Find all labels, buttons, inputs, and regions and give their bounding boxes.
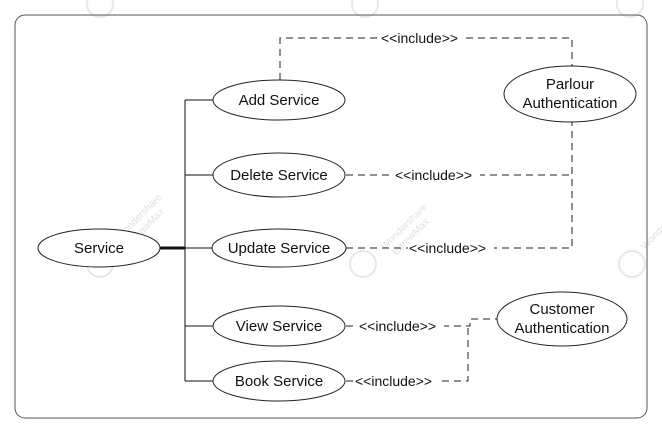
use-case-service[interactable]: Service	[37, 228, 161, 268]
use-case-customer-auth-line1: Customer	[529, 301, 594, 318]
use-case-parlour-auth-line2: Authentication	[522, 95, 617, 112]
use-case-parlour-auth-line1: Parlour	[546, 76, 594, 93]
use-case-parlour-authentication[interactable]: Parlour Authentication	[503, 65, 637, 123]
use-case-view-service[interactable]: View Service	[212, 305, 346, 347]
watermark: Wondershare EdrawMax Wondershare EdrawMa…	[86, 0, 662, 278]
use-case-customer-authentication[interactable]: Customer Authentication	[496, 291, 628, 347]
use-case-service-label: Service	[74, 240, 124, 257]
watermark-logo-icon	[86, 0, 114, 18]
use-case-delete-service-label: Delete Service	[230, 167, 328, 184]
use-case-update-service[interactable]: Update Service	[211, 228, 347, 268]
include-label-delete: <<include>>	[395, 167, 472, 183]
use-case-customer-auth-line2: Authentication	[514, 320, 609, 337]
watermark-logo-icon	[351, 0, 379, 18]
service-connectors	[160, 99, 213, 382]
watermark-text-5: Wondershare	[639, 202, 662, 252]
include-labels: <<include>> <<include>> <<include>> <<in…	[354, 30, 494, 389]
include-label-book: <<include>>	[355, 373, 432, 389]
use-case-view-service-label: View Service	[236, 318, 322, 335]
watermark-logo-icon	[618, 250, 646, 278]
include-label-update: <<include>>	[409, 240, 486, 256]
include-label-view: <<include>>	[359, 318, 436, 334]
watermark-logo-icon	[616, 0, 644, 18]
use-case-add-service[interactable]: Add Service	[212, 79, 346, 121]
include-line-update	[346, 122, 573, 249]
system-boundary	[14, 14, 648, 419]
use-case-add-service-label: Add Service	[239, 92, 320, 109]
include-line-add	[279, 37, 573, 80]
include-label-add: <<include>>	[381, 30, 458, 46]
use-case-book-service-label: Book Service	[235, 373, 323, 390]
watermark-logo-icon	[349, 250, 377, 278]
use-case-delete-service[interactable]: Delete Service	[212, 152, 346, 198]
use-case-book-service[interactable]: Book Service	[212, 360, 346, 402]
use-case-update-service-label: Update Service	[228, 240, 331, 257]
